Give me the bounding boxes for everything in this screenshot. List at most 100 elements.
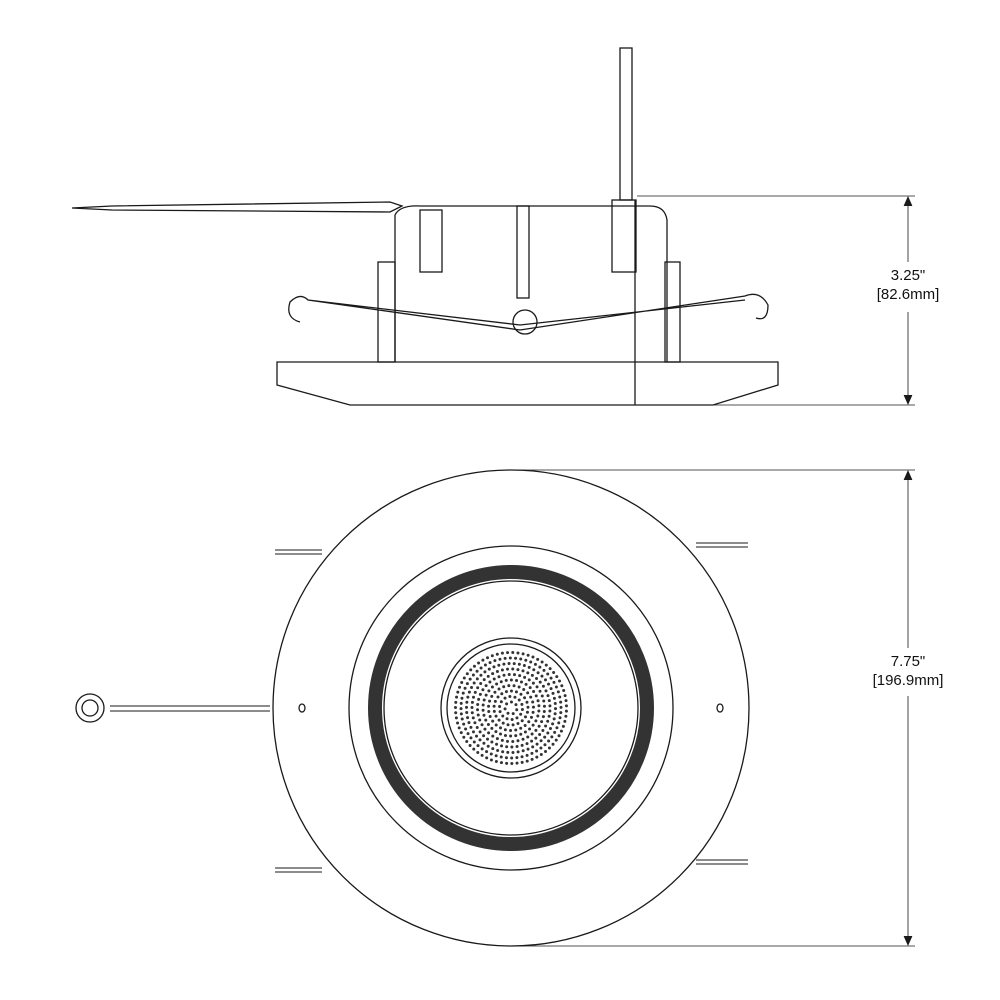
- grille-hole: [535, 677, 539, 681]
- grille-hole: [543, 743, 547, 747]
- grille-hole: [519, 692, 523, 696]
- grille-hole: [480, 753, 484, 757]
- grille-hole: [536, 699, 540, 703]
- grille-hole: [486, 674, 490, 678]
- grille-hole: [538, 680, 542, 684]
- grille-hole: [499, 726, 503, 730]
- grille-hole: [547, 714, 551, 718]
- spring-pivot: [512, 309, 538, 335]
- grille-hole: [546, 672, 550, 676]
- grille-hole: [502, 662, 506, 666]
- grille-hole: [520, 755, 524, 759]
- grille-hole: [520, 760, 524, 764]
- grille-hole: [527, 665, 531, 669]
- grille-hole: [511, 667, 515, 671]
- trim-flange: [276, 361, 779, 406]
- grille-hole: [466, 716, 470, 720]
- grille-hole: [490, 740, 494, 744]
- grille-hole: [531, 745, 535, 749]
- grille-hole: [546, 731, 550, 735]
- grille-hole: [512, 673, 516, 677]
- grille-hole: [531, 681, 535, 685]
- grille-hole: [539, 739, 543, 743]
- side-view: [71, 47, 779, 406]
- grille-hole: [525, 742, 529, 746]
- grille-hole: [465, 682, 469, 686]
- right-clip: [611, 199, 637, 273]
- grille-hole: [462, 722, 466, 726]
- grille-hole: [543, 735, 547, 739]
- grille-hole: [538, 689, 542, 693]
- height-dimension-label: 3.25" [82.6mm]: [853, 266, 963, 304]
- grille-hole: [463, 686, 467, 690]
- grille-hole: [471, 730, 475, 734]
- grille-hole: [472, 695, 476, 699]
- grille-hole: [487, 689, 491, 693]
- grille-hole: [479, 666, 483, 670]
- grille-hole: [526, 735, 530, 739]
- grille-hole: [462, 676, 466, 680]
- grille-hole: [531, 723, 535, 727]
- grille-hole: [513, 695, 517, 699]
- grille-hole: [550, 735, 554, 739]
- grille-hole: [520, 719, 524, 723]
- grille-hole: [504, 756, 508, 760]
- grille-hole: [493, 699, 497, 703]
- grille-hole: [511, 712, 515, 716]
- grille-hole: [498, 710, 502, 714]
- grille-hole: [518, 674, 522, 678]
- grille-hole: [468, 677, 472, 681]
- grille-hole: [478, 692, 482, 696]
- grille-hole: [477, 697, 481, 701]
- grille-hole: [483, 663, 487, 667]
- left-clip: [419, 209, 443, 273]
- grille-hole: [512, 662, 516, 666]
- grille-hole: [536, 657, 540, 661]
- screw-hole-right: [716, 703, 724, 713]
- grille-hole: [500, 692, 504, 696]
- grille-hole: [503, 733, 507, 737]
- grille-hole: [542, 704, 546, 708]
- grille-hole: [469, 725, 473, 729]
- grille-hole: [544, 689, 548, 693]
- grille-hole: [516, 722, 520, 726]
- grille-hole: [522, 664, 526, 668]
- grille-hole: [505, 717, 509, 721]
- grille-hole: [466, 695, 470, 699]
- grille-hole: [547, 699, 551, 703]
- grille-hole: [467, 721, 471, 725]
- grille-hole: [489, 758, 493, 762]
- grille-hole: [530, 739, 534, 743]
- grille-hole: [490, 654, 494, 658]
- diameter-dimension-label: 7.75" [196.9mm]: [853, 652, 963, 690]
- grille-hole: [564, 699, 568, 703]
- grille-hole: [529, 695, 533, 699]
- grille-hole: [526, 705, 530, 709]
- grille-hole: [482, 713, 486, 717]
- grille-hole: [509, 678, 513, 682]
- grille-hole: [561, 724, 565, 728]
- grille-hole: [497, 718, 501, 722]
- grille-hole: [537, 704, 541, 708]
- grille-hole: [558, 695, 562, 699]
- grille-hole: [481, 703, 485, 707]
- grille-hole: [476, 713, 480, 717]
- grille-hole: [477, 661, 481, 665]
- grille-hole: [472, 681, 476, 685]
- grille-hole: [536, 714, 540, 718]
- center-slot: [516, 205, 530, 299]
- grille-hole: [519, 680, 523, 684]
- grille-hole: [494, 714, 498, 718]
- grille-hole: [495, 652, 499, 656]
- grille-hole: [460, 680, 464, 684]
- grille-hole: [552, 680, 556, 684]
- grille-hole: [467, 690, 471, 694]
- grille-hole: [466, 732, 470, 736]
- grille-hole: [526, 747, 530, 751]
- grille-hole: [536, 671, 540, 675]
- grille-hole: [547, 746, 551, 750]
- grille-hole: [499, 732, 503, 736]
- grille-hole: [525, 753, 529, 757]
- grille-hole: [505, 702, 509, 706]
- grille-hole: [539, 752, 543, 756]
